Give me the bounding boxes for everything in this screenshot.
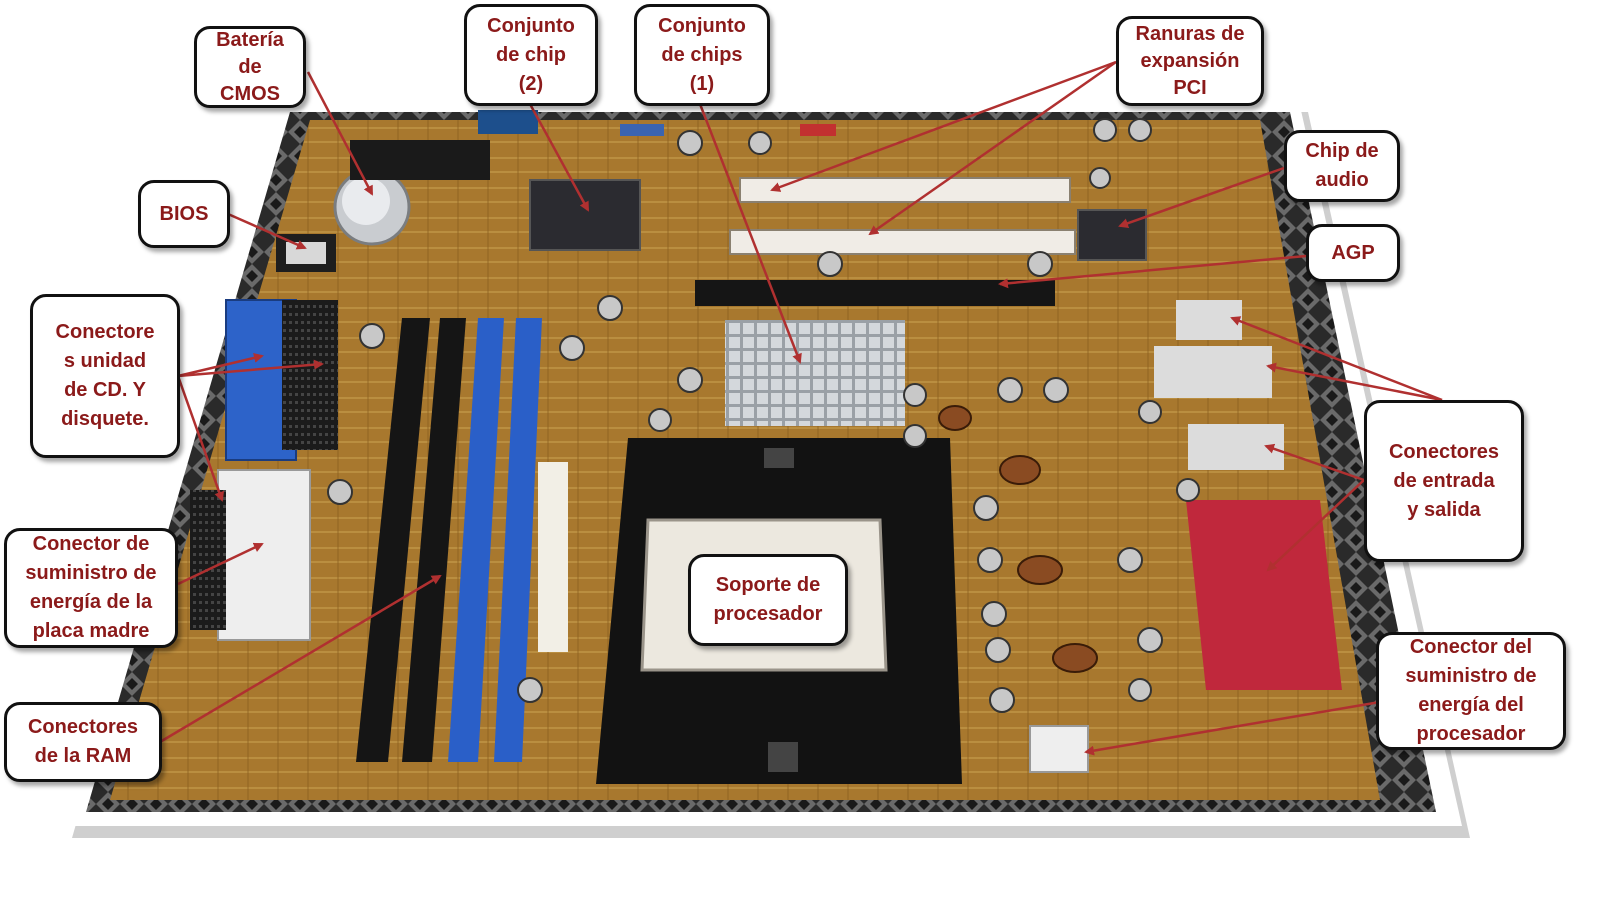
chipset-2	[529, 179, 641, 251]
arrow-energia-procesador	[1084, 700, 1381, 756]
arrow-energia-placa	[177, 542, 264, 586]
cpu-power-connector	[1029, 725, 1089, 773]
label-bateria-cmos: Batería de CMOS	[194, 26, 306, 108]
callout-arrows	[159, 60, 1443, 756]
ram-slot-1	[356, 318, 430, 762]
label-conjunto-chips-1: Conjunto de chips (1)	[634, 4, 770, 106]
arrow-cd-1	[177, 352, 264, 378]
chipset-1-heatsink	[725, 320, 905, 426]
sata-ports	[350, 140, 490, 180]
pin-header-blue	[620, 124, 664, 136]
ram-slot-4	[494, 318, 542, 762]
socket-latch-bottom	[768, 742, 798, 772]
com-port	[478, 110, 538, 134]
label-conjunto-chip-2: Conjunto de chip (2)	[464, 4, 598, 106]
ram-slot-3	[448, 318, 504, 762]
label-agp: AGP	[1306, 224, 1400, 282]
label-conectores-ram: Conectores de la RAM	[4, 702, 162, 782]
arrow-pci-1	[770, 60, 1117, 192]
agp-slot	[695, 280, 1055, 306]
audio-chip	[1077, 209, 1147, 261]
io-port-usb	[1176, 300, 1242, 340]
inductors	[938, 405, 1098, 673]
pin-header-red	[800, 124, 836, 136]
label-conector-energia-procesador: Conector del suministro de energía del p…	[1376, 632, 1566, 750]
label-conectores-entrada-salida: Conectores de entrada y salida	[1364, 400, 1524, 562]
arrow-io-2	[1266, 362, 1443, 402]
label-ranuras-pci: Ranuras de expansión PCI	[1116, 16, 1264, 106]
arrow-pci-2	[868, 60, 1117, 236]
io-port-lan	[1154, 346, 1272, 398]
arrow-io-1	[1230, 316, 1443, 402]
board-revision-sticker	[538, 462, 568, 652]
arrow-audio	[1118, 166, 1285, 229]
label-chip-audio: Chip de audio	[1284, 130, 1400, 202]
label-bios: BIOS	[138, 180, 230, 248]
arrow-ram	[159, 574, 442, 744]
arrow-io-4	[1266, 479, 1365, 572]
arrow-bios	[227, 212, 307, 250]
arrow-cd-2	[177, 359, 324, 378]
ram-slot-2	[402, 318, 466, 762]
arrow-agp	[998, 254, 1307, 289]
atx-black-header	[190, 490, 226, 630]
arrow-chip-2	[528, 103, 590, 212]
label-conectores-cd: Conectore s unidad de CD. Y disquete.	[30, 294, 180, 458]
arrow-cd-3	[176, 375, 225, 502]
capacitors	[327, 118, 1200, 713]
arrow-bateria	[306, 71, 374, 196]
arrow-io-3	[1264, 443, 1365, 482]
parallel-port	[1186, 500, 1342, 690]
label-conector-energia-placa: Conector de suministro de energía de la …	[4, 528, 178, 648]
floppy-connector	[282, 300, 338, 450]
arrow-chips-1	[698, 103, 802, 364]
socket-latch-top	[764, 448, 794, 468]
atx-power-connector	[217, 469, 311, 641]
label-soporte-procesador: Soporte de procesador	[688, 554, 848, 646]
pci-slot-1	[739, 177, 1071, 203]
pci-slot-2	[729, 229, 1076, 255]
